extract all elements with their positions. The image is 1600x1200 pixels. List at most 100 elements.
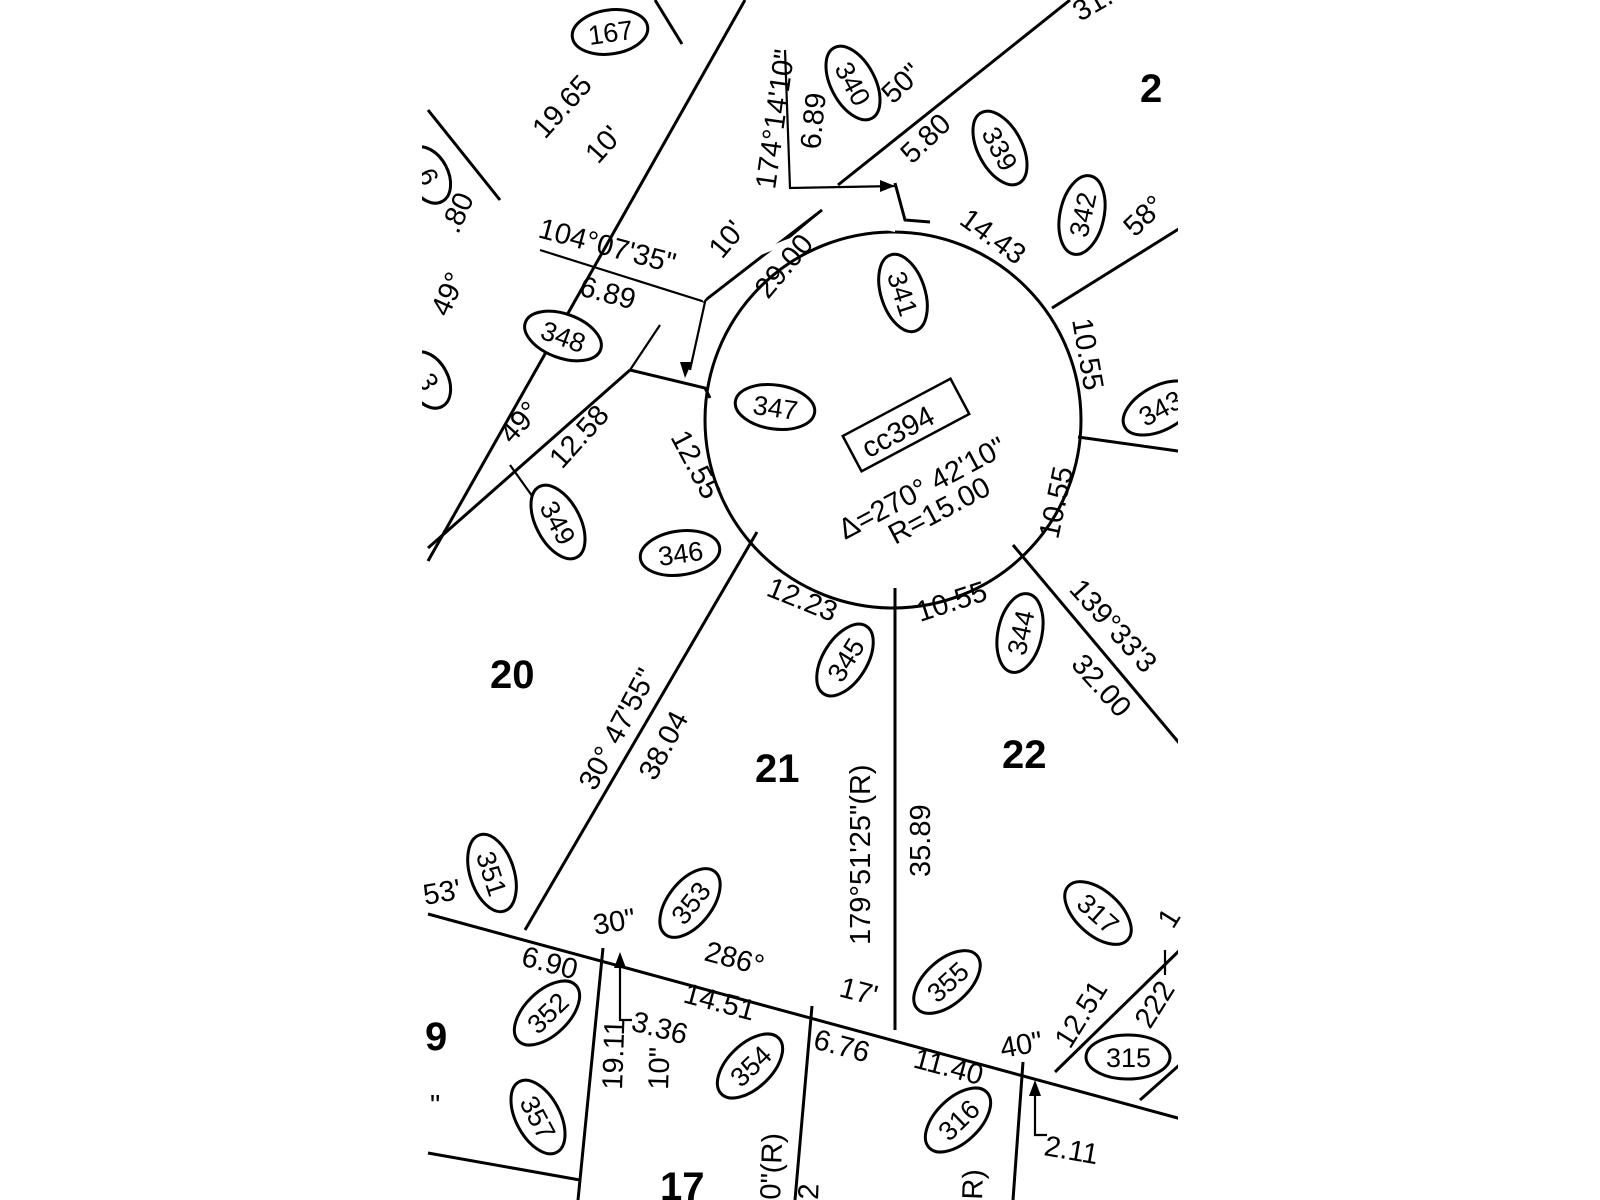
line-stub-347 [629, 368, 712, 399]
dim-2-11: 2.11 [1042, 1130, 1101, 1171]
bubble-339: 339 [971, 109, 1029, 187]
dim-10ft-b: 10' [703, 215, 752, 265]
bubble-342: 342 [1057, 174, 1107, 256]
cul-de-sac-circle [703, 230, 1083, 610]
line-6-76 [793, 1005, 814, 1200]
bubble-348: 348 [523, 309, 603, 363]
bubble-344: 344 [995, 592, 1045, 674]
leader-2-11 [1033, 1088, 1047, 1137]
line-top-small [653, 0, 684, 45]
dim-12-55: 12.55 [664, 425, 726, 504]
lot-22: 22 [1002, 733, 1047, 777]
dim-40: 40" [998, 1026, 1045, 1065]
lot-21: 21 [755, 747, 800, 791]
left-clip [0, 0, 422, 1200]
right-clip [1178, 0, 1600, 1200]
dim-2: 2 [793, 1183, 826, 1200]
bubble-347: 347 [733, 383, 817, 431]
dim-14-51: 14.51 [680, 978, 758, 1028]
dim-5-80: 5.80 [895, 108, 958, 170]
lot-17: 17 [660, 1165, 705, 1200]
dim-38-04: 38.04 [633, 706, 695, 785]
line-stub-right [893, 182, 931, 224]
bubble-357: 357 [509, 1078, 567, 1156]
leader-29 [779, 209, 823, 246]
dim-quote: " [430, 1090, 440, 1122]
dim-6-76: 6.76 [810, 1024, 873, 1070]
dim-11-40: 11.40 [910, 1043, 986, 1092]
bubble-354: 354 [715, 1032, 785, 1100]
bubble-317: 317 [1063, 880, 1133, 946]
bubble-345: 345 [815, 622, 875, 698]
leader-3-36 [618, 960, 632, 1022]
line-139 [1011, 544, 1187, 751]
line-bottom-left [427, 1151, 581, 1182]
arrowhead-2-11 [1029, 1080, 1041, 1096]
dim-3-36: 3.36 [628, 1006, 691, 1052]
dim-49: 49° [493, 396, 546, 450]
line-top-right-diag [837, 0, 1071, 187]
line-342 [1051, 223, 1186, 310]
line-12-58 [427, 368, 631, 550]
lot-25-partial: 2 [1140, 67, 1162, 111]
lot-19-partial: 9 [425, 1015, 447, 1059]
lot-lines [426, 0, 1187, 1200]
bubble-316: 316 [923, 1086, 993, 1154]
dim-30: 30" [591, 903, 638, 942]
bubble-352: 352 [512, 979, 582, 1047]
dim-53: 53' [421, 874, 464, 912]
lot-numbers: 20 21 22 17 9 2 [425, 67, 1162, 1200]
dim-50: 50" [876, 57, 929, 110]
line-top-short [426, 109, 502, 201]
arrowhead-174 [880, 180, 895, 192]
bubble-167: 167 [570, 8, 650, 56]
leader-174 [783, 49, 896, 190]
line-12-51 [1053, 943, 1187, 1074]
dim-R: R) [957, 1169, 990, 1200]
bubble-351: 351 [466, 832, 518, 914]
bubble-341: 341 [877, 252, 929, 334]
dim-17ft: 17' [836, 972, 881, 1013]
dim-10-55-c: 10.55 [912, 576, 991, 629]
dim-286: 286° [701, 936, 767, 982]
line-19-11 [576, 947, 605, 1200]
leader-104 [539, 248, 707, 371]
cc394-box [841, 377, 971, 473]
dim-10-55-b: 10.55 [1034, 464, 1080, 542]
line-2-11 [1011, 1061, 1025, 1200]
dim-10-55-a: 10.55 [1065, 316, 1109, 393]
bubble-315: 315 [1084, 1033, 1172, 1081]
dim-10q: 10" [643, 1047, 676, 1091]
circle-gap-mask [700, 200, 895, 302]
tick-49 [509, 464, 536, 501]
arrowhead-104 [680, 362, 692, 378]
dim-10ft-a: 10' [579, 120, 628, 170]
dim-6-89-a: 6.89 [795, 91, 833, 150]
bubble-349: 349 [529, 483, 587, 561]
dim-6-90: 6.90 [518, 941, 581, 987]
svg-text:346: 346 [656, 536, 705, 572]
dim-0R: 0"(R) [755, 1132, 789, 1200]
line-343 [1077, 435, 1186, 454]
dim-49-left: 49° [425, 268, 472, 321]
leader-12-58 [629, 324, 661, 371]
line-top-diagonal [426, 0, 747, 562]
arrowhead-3-36 [614, 952, 626, 968]
lot-20: 20 [490, 653, 535, 697]
line-38-04 [523, 531, 759, 931]
dim-58: 58° [1118, 190, 1172, 243]
dim-12-23: 12.23 [762, 572, 841, 629]
dim-174: 174°14'10" [750, 48, 801, 191]
line-222 [1139, 1058, 1186, 1102]
dim-19-11: 19.11 [597, 1019, 631, 1090]
dim-19-65: 19.65 [526, 69, 598, 144]
bubble-340: 340 [824, 44, 882, 122]
bubble-355: 355 [912, 949, 982, 1015]
line-bottom-street [427, 912, 1186, 1122]
svg-text:315: 315 [1106, 1043, 1151, 1073]
svg-text:347: 347 [751, 390, 800, 426]
svg-text:167: 167 [586, 15, 635, 51]
bubble-353: 353 [658, 867, 722, 939]
dim-179: 179°51'25"(R) [845, 764, 877, 945]
bubble-346: 346 [638, 529, 722, 577]
